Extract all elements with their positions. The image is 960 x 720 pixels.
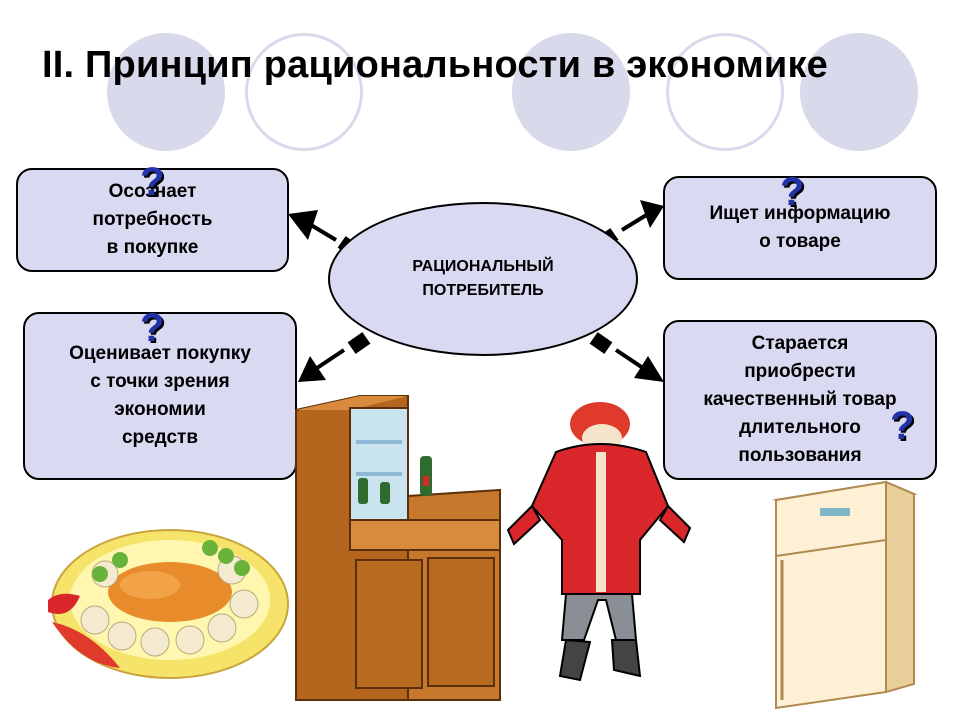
refrigerator-image bbox=[772, 480, 918, 710]
box-text: Осознает потребность в покупке bbox=[92, 181, 213, 258]
question-mark-icon: ? bbox=[890, 404, 915, 448]
rational-consumer-ellipse: РАЦИОНАЛЬНЫЙ ПОТРЕБИТЕЛЬ bbox=[328, 202, 638, 356]
question-mark-icon: ? bbox=[140, 160, 165, 204]
decor-circle bbox=[800, 33, 918, 151]
man-in-red-coat-image bbox=[506, 402, 692, 682]
decor-circle bbox=[512, 33, 630, 151]
question-mark-icon: ? bbox=[780, 170, 805, 214]
box-text: Ищет информацию о товаре bbox=[709, 203, 891, 252]
food-platter-image bbox=[48, 529, 289, 679]
slide-title: II. Принцип рациональности в экономике bbox=[42, 44, 829, 86]
box-text: Оценивает покупку с точки зрения экономи… bbox=[69, 343, 251, 448]
box-seeks-info: Ищет информацию о товаре bbox=[663, 176, 937, 280]
box-quality-goods: Старается приобрести качественный товар … bbox=[663, 320, 937, 480]
arrow-bottom-left bbox=[298, 332, 371, 382]
decor-circle bbox=[107, 33, 225, 151]
question-mark-icon: ? bbox=[140, 306, 165, 350]
cabinet-image bbox=[295, 395, 501, 701]
box-recognizes-need: Осознает потребность в покупке bbox=[16, 168, 289, 272]
box-text: Старается приобрести качественный товар … bbox=[703, 333, 897, 466]
arrow-bottom-right bbox=[589, 332, 664, 382]
decor-ring bbox=[245, 33, 363, 151]
box-evaluates-purchase: Оценивает покупку с точки зрения экономи… bbox=[23, 312, 297, 480]
decor-ring bbox=[666, 33, 784, 151]
